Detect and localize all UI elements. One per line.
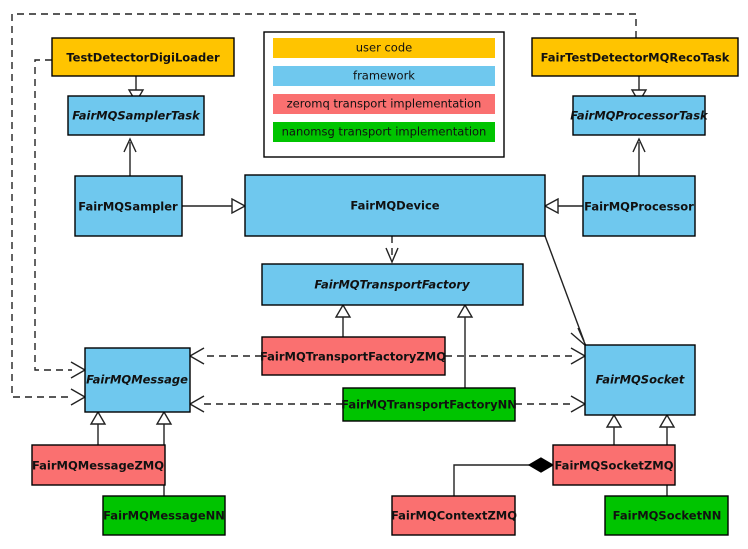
edge-tfnn-tf <box>456 303 474 388</box>
edge-device-socket <box>544 235 587 347</box>
edge-device-transportfactory <box>385 236 399 264</box>
node-rect-fairmq-message-nn[interactable] <box>102 495 226 536</box>
node-rect-fairmq-device[interactable] <box>244 174 546 237</box>
node-rect-fairmq-transport-factory-zmq[interactable] <box>261 336 446 376</box>
node-rect-fairmq-transport-factory-nn[interactable] <box>342 387 516 422</box>
legend-swatch-nanomsg <box>273 122 495 142</box>
node-fairmq-sampler[interactable]: FairMQSampler <box>74 175 183 237</box>
edge-tfzmq-message <box>188 347 262 365</box>
legend-swatch-framework <box>273 66 495 86</box>
node-rect-fairmq-message-zmq[interactable] <box>31 444 166 486</box>
node-fairmq-message[interactable]: FairMQMessage <box>84 347 191 413</box>
edge-tfnn-message <box>188 395 343 413</box>
edge-socketzmq-socket <box>605 413 623 445</box>
node-fairmq-processor[interactable]: FairMQProcessor <box>582 175 696 237</box>
node-fairmq-context-zmq[interactable]: FairMQContextZMQ <box>391 495 517 536</box>
edge-processor-processortask <box>632 137 646 176</box>
edge-messagezmq-message <box>89 410 107 445</box>
node-rect-fairmq-socket[interactable] <box>584 344 696 416</box>
node-rect-fairmq-sampler[interactable] <box>74 175 183 237</box>
node-rect-test-detector-digi-loader[interactable] <box>51 37 235 77</box>
edge-processor-device <box>543 197 583 215</box>
node-rect-fairmq-processor[interactable] <box>582 175 696 237</box>
legend-item-zeromq: zeromq transport implementation <box>273 94 495 114</box>
node-rect-fairmq-socket-zmq[interactable] <box>552 444 676 486</box>
node-fairmq-device[interactable]: FairMQDevice <box>244 174 546 237</box>
legend-swatch-zeromq <box>273 94 495 114</box>
legend-swatch-user-code <box>273 38 495 58</box>
edge-tfzmq-tf <box>334 303 352 337</box>
node-fairmq-transport-factory[interactable]: FairMQTransportFactory <box>261 263 524 306</box>
node-rect-fairmq-message[interactable] <box>84 347 191 413</box>
node-rect-fairmq-sampler-task[interactable] <box>67 95 205 136</box>
node-fairmq-socket-zmq[interactable]: FairMQSocketZMQ <box>552 444 676 486</box>
node-rect-fairmq-processor-task[interactable] <box>572 95 706 136</box>
node-fairmq-transport-factory-zmq[interactable]: FairMQTransportFactoryZMQ <box>260 336 446 376</box>
node-fair-test-detector-mq-reco-task[interactable]: FairTestDetectorMQRecoTask <box>531 37 739 77</box>
edge-sampler-samplertask <box>123 137 137 176</box>
edge-sampler-device <box>182 197 247 215</box>
legend: user code framework zeromq transport imp… <box>263 31 505 158</box>
node-fairmq-sampler-task[interactable]: FairMQSamplerTask <box>67 95 205 136</box>
node-fairmq-socket[interactable]: FairMQSocket <box>584 344 696 416</box>
legend-item-nanomsg: nanomsg transport implementation <box>273 122 495 142</box>
node-rect-fairmq-transport-factory[interactable] <box>261 263 524 306</box>
node-fairmq-message-nn[interactable]: FairMQMessageNN <box>102 495 226 536</box>
node-rect-fairmq-context-zmq[interactable] <box>391 495 516 536</box>
edge-tfnn-socket <box>515 395 587 413</box>
node-rect-fairmq-socket-nn[interactable] <box>604 495 729 536</box>
edge-tfzmq-socket <box>445 347 587 365</box>
legend-item-framework: framework <box>273 66 495 86</box>
node-fairmq-transport-factory-nn[interactable]: FairMQTransportFactoryNN <box>341 387 517 422</box>
node-fairmq-socket-nn[interactable]: FairMQSocketNN <box>604 495 729 536</box>
legend-item-user-code: user code <box>273 38 495 58</box>
node-test-detector-digi-loader[interactable]: TestDetectorDigiLoader <box>51 37 235 77</box>
edge-contextzmq-socketzmq <box>453 457 555 496</box>
node-rect-fair-test-detector-mq-reco-task[interactable] <box>531 37 739 77</box>
node-fairmq-processor-task[interactable]: FairMQProcessorTask <box>570 95 709 136</box>
node-fairmq-message-zmq[interactable]: FairMQMessageZMQ <box>31 444 166 486</box>
